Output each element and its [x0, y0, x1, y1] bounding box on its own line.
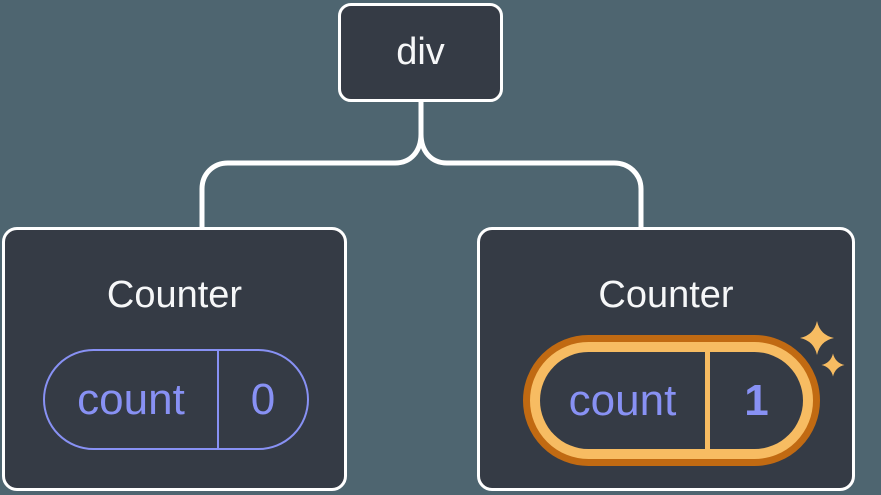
counter-card-left: Counter count 0: [2, 227, 347, 491]
state-pill: count 1: [540, 352, 803, 449]
state-value-cell: 1: [744, 375, 769, 425]
card-title: Counter: [598, 274, 734, 316]
connector-branch-right: [418, 133, 644, 229]
connector-branch-left: [199, 133, 424, 229]
sparkles: [800, 321, 845, 377]
state-highlight-ring: count 1: [523, 335, 820, 466]
state-key-cell: count: [540, 352, 710, 449]
state-pill: count 0: [43, 349, 309, 450]
tree-node-div: div: [338, 3, 503, 102]
card-title: Counter: [106, 274, 243, 316]
node-label: div: [396, 31, 445, 73]
sparkle-icon-small: [821, 353, 845, 377]
state-value-cell: 0: [250, 374, 276, 424]
state-key-cell: count: [45, 351, 219, 448]
sparkle-icon-large: [800, 321, 834, 355]
counter-card-right: Counter count 1: [477, 227, 855, 491]
